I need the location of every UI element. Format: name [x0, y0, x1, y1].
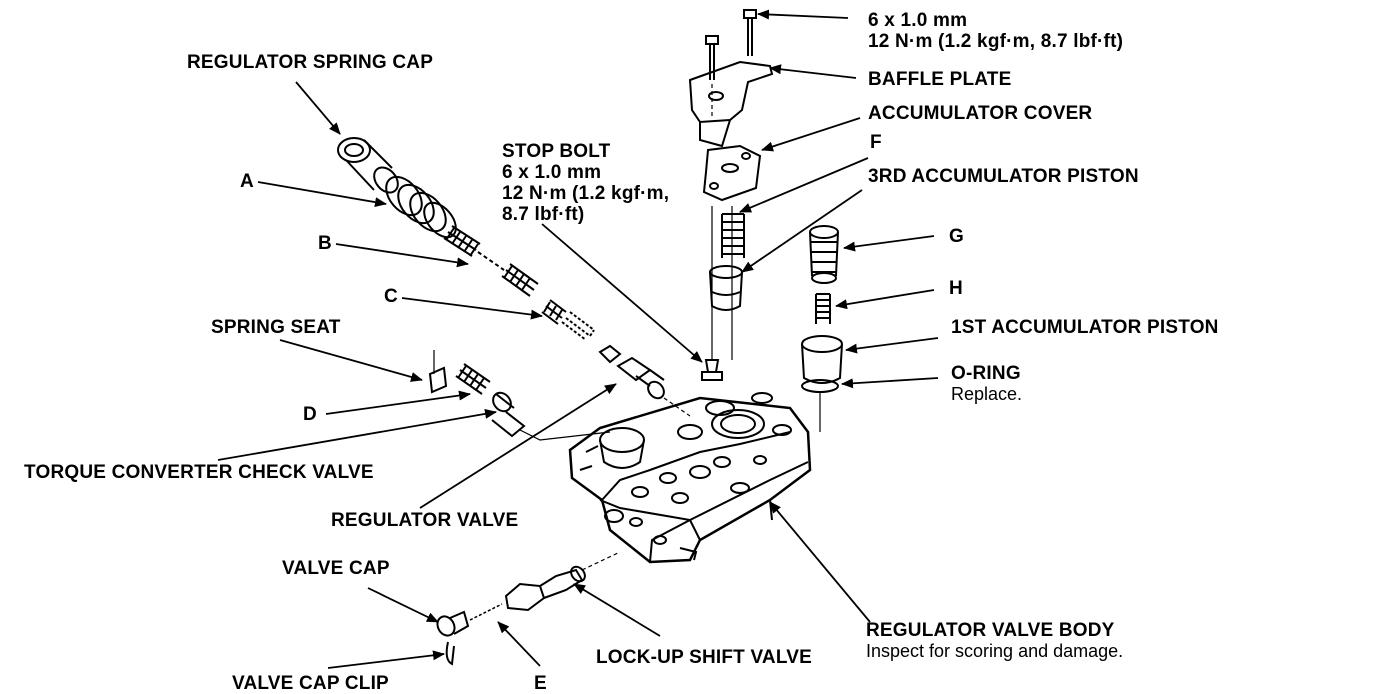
third-accumulator-piston-part [709, 265, 743, 311]
stop-bolt-torque-line-1: 12 N·m (1.2 kgf·m, [502, 183, 670, 204]
spring-f-part [721, 213, 745, 258]
label-torque-converter-check-valve: TORQUE CONVERTER CHECK VALVE [24, 462, 374, 483]
bolt-torque: 12 N·m (1.2 kgf·m, 8.7 lbf·ft) [868, 31, 1124, 52]
stop-bolt-torque-line-2: 8.7 lbf·ft) [502, 204, 585, 225]
label-regulator-spring-cap: REGULATOR SPRING CAP [187, 52, 434, 73]
label-regulator-valve: REGULATOR VALVE [331, 510, 519, 531]
stop-bolt-part [701, 359, 723, 381]
spring-d-part [455, 363, 491, 395]
torque-converter-check-valve-part [491, 391, 611, 441]
bolt-callout: 6 x 1.0 mm 12 N·m (1.2 kgf·m, 8.7 lbf·ft… [868, 10, 1123, 52]
label-valve-cap-clip: VALVE CAP CLIP [232, 673, 389, 694]
valve-cap-clip-part [445, 641, 455, 666]
spring-h-part [815, 293, 831, 324]
regulator-spring-cap-part [337, 137, 399, 194]
label-spring-seat: SPRING SEAT [211, 317, 341, 338]
regulator-valve-part [598, 344, 691, 417]
label-a: A [240, 171, 254, 192]
stop-bolt-callout: STOP BOLT 6 x 1.0 mm 12 N·m (1.2 kgf·m, … [502, 141, 669, 225]
label-f: F [870, 132, 882, 153]
label-g: G [949, 226, 964, 247]
lock-up-shift-valve-part [504, 551, 621, 612]
baffle-plate-part [688, 60, 774, 148]
first-accumulator-piston-part [801, 335, 843, 384]
o-ring-note: Replace. [951, 384, 1023, 404]
accumulator-cover-part [702, 144, 762, 202]
regulator-valve-body-part [568, 392, 812, 564]
label-d: D [303, 404, 317, 425]
bolt-parts [705, 9, 757, 360]
label-1st-accumulator-piston: 1ST ACCUMULATOR PISTON [951, 317, 1219, 338]
label-b: B [318, 233, 332, 254]
leader-arrows [217, 9, 939, 669]
label-h: H [949, 278, 963, 299]
label-stop-bolt: STOP BOLT [502, 141, 611, 162]
spring-e-part [469, 603, 503, 621]
label-e: E [534, 673, 547, 694]
o-ring-part [801, 379, 839, 393]
spring-b-part [443, 225, 539, 297]
label-3rd-accumulator-piston: 3RD ACCUMULATOR PISTON [868, 166, 1139, 187]
spring-seat-part [428, 350, 448, 394]
label-accumulator-cover: ACCUMULATOR COVER [868, 103, 1093, 124]
spring-c-part [541, 299, 595, 341]
label-valve-cap: VALVE CAP [282, 558, 390, 579]
valve-cap-part [436, 610, 470, 637]
stop-bolt-size: 6 x 1.0 mm [502, 162, 602, 183]
label-baffle-plate: BAFFLE PLATE [868, 69, 1012, 90]
label-lock-up-shift-valve: LOCK-UP SHIFT VALVE [596, 647, 812, 668]
label-c: C [384, 286, 398, 307]
label-o-ring: O-RING [951, 363, 1021, 384]
spring-g-part [809, 225, 839, 284]
label-regulator-valve-body: REGULATOR VALVE BODY [866, 620, 1115, 641]
bolt-size: 6 x 1.0 mm [868, 10, 968, 31]
regulator-valve-body-note: Inspect for scoring and damage. [866, 641, 1124, 661]
